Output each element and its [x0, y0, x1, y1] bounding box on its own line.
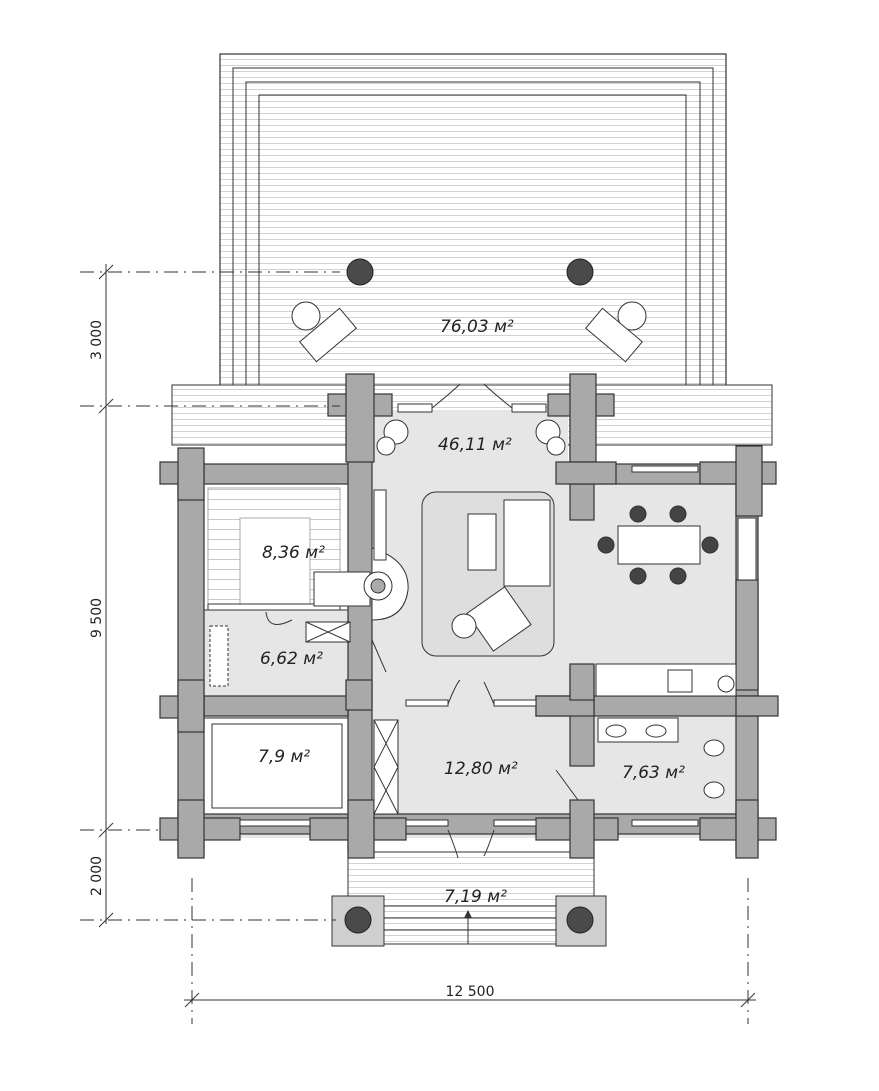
dining-table	[597, 505, 719, 585]
doors	[265, 383, 579, 859]
bathroom-area-label: 7,63 м²	[622, 763, 685, 783]
dimension-lines	[80, 264, 756, 1024]
column-icon	[566, 258, 594, 286]
column-icon	[346, 258, 374, 286]
windows	[239, 403, 757, 827]
washroom-area-label: 6,62 м²	[260, 649, 323, 669]
dimension-width: 12 500	[446, 984, 495, 1000]
living-floor	[372, 410, 568, 480]
sauna-area-label: 8,36 м²	[262, 543, 325, 563]
bed	[211, 723, 343, 809]
bathroom-fixtures	[597, 717, 725, 799]
living-area-label: 46,11 м²	[438, 435, 512, 455]
bedroom-area-label: 7,9 м²	[258, 747, 310, 767]
terrace-area-label: 76,03 м²	[440, 317, 514, 337]
column-icon	[344, 906, 372, 934]
wardrobe	[373, 719, 399, 815]
terrace-loungers	[291, 301, 647, 363]
plants	[376, 419, 566, 456]
shower	[209, 625, 229, 687]
porch-area-label: 7,19 м²	[444, 887, 507, 907]
log-corners	[159, 373, 779, 859]
kitchen-counter	[595, 663, 737, 697]
dimension-middle: 9 500	[89, 598, 105, 638]
stove	[305, 489, 409, 643]
column-icon	[566, 906, 594, 934]
dimension-bottom: 2 000	[89, 856, 105, 896]
dimension-top: 3 000	[89, 320, 105, 360]
terrace-deck	[171, 53, 773, 446]
hall-area-label: 12,80 м²	[444, 759, 518, 779]
sauna-benches	[207, 487, 341, 611]
columns	[331, 258, 607, 947]
living-furniture	[421, 491, 555, 657]
